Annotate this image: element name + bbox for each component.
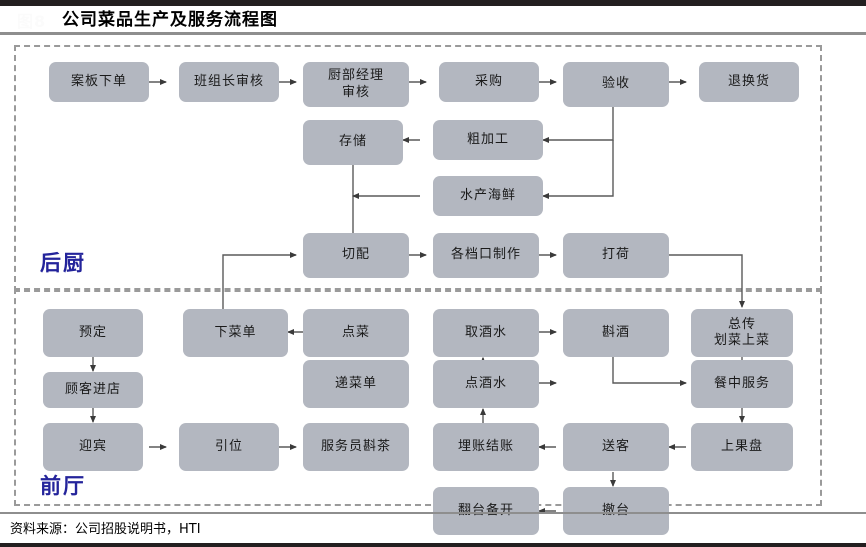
node-cai-gou[interactable]: 采购 [439,62,539,102]
zone-label-front-hall: 前厅 [40,474,86,498]
node-song-ke[interactable]: 送客 [563,423,669,471]
node-che-tai[interactable]: 撤台 [563,487,669,535]
node-yan-shou[interactable]: 验收 [563,62,669,107]
node-zong-chuan-hua-cai-shang-cai[interactable]: 总传 划菜上菜 [691,309,793,357]
node-ban-zu-zhang-shen-he[interactable]: 班组长审核 [179,62,279,102]
page-title: 公司菜品生产及服务流程图 [62,10,278,30]
zone-back-kitchen [14,45,822,292]
node-dou-jiu[interactable]: 斟酒 [563,309,669,357]
source-note: 资料来源：公司招股说明书，HTI [10,522,201,537]
title-divider [0,32,866,35]
node-yin-wei[interactable]: 引位 [179,423,279,471]
node-shui-chan-hai-xian[interactable]: 水产海鲜 [433,176,543,216]
node-fan-tai-bei-kai[interactable]: 翻台备开 [433,487,539,535]
node-ge-dang-kou-zhi-zuo[interactable]: 各档口制作 [433,233,539,278]
node-di-cai-dan[interactable]: 递菜单 [303,360,409,408]
node-fu-wu-yuan-dou-cha[interactable]: 服务员斟茶 [303,423,409,471]
node-tui-huan-huo[interactable]: 退换货 [699,62,799,102]
node-dian-cai[interactable]: 点菜 [303,309,409,357]
node-shang-guo-pan[interactable]: 上果盘 [691,423,793,471]
node-cu-jia-gong[interactable]: 粗加工 [433,120,543,160]
node-xia-cai-dan[interactable]: 下菜单 [183,309,288,357]
zone-front-hall [14,288,822,506]
node-can-zhong-fu-wu[interactable]: 餐中服务 [691,360,793,408]
node-gu-ke-jin-dian[interactable]: 顾客进店 [43,372,143,408]
footer-divider [0,512,866,514]
node-qu-jiu-shui[interactable]: 取酒水 [433,309,539,357]
node-yu-ding[interactable]: 预定 [43,309,143,357]
node-an-ban-xia-dan[interactable]: 案板下单 [49,62,149,102]
node-dian-jiu-shui[interactable]: 点酒水 [433,360,539,408]
node-mai-zhang-jie-zhang[interactable]: 埋账结账 [433,423,539,471]
flowchart-canvas: 后厨 前厅 [0,35,866,535]
node-ying-bin[interactable]: 迎宾 [43,423,143,471]
zone-label-back-kitchen: 后厨 [40,251,86,275]
node-chu-bu-jing-li-shen-he[interactable]: 厨部经理 审核 [303,62,409,107]
top-accent-bar [0,0,866,6]
node-cun-chu[interactable]: 存储 [303,120,403,165]
node-qie-pei[interactable]: 切配 [303,233,409,278]
figure-number-label: 图8 [17,12,47,31]
node-da-he[interactable]: 打荷 [563,233,669,278]
bottom-accent-bar [0,543,866,547]
